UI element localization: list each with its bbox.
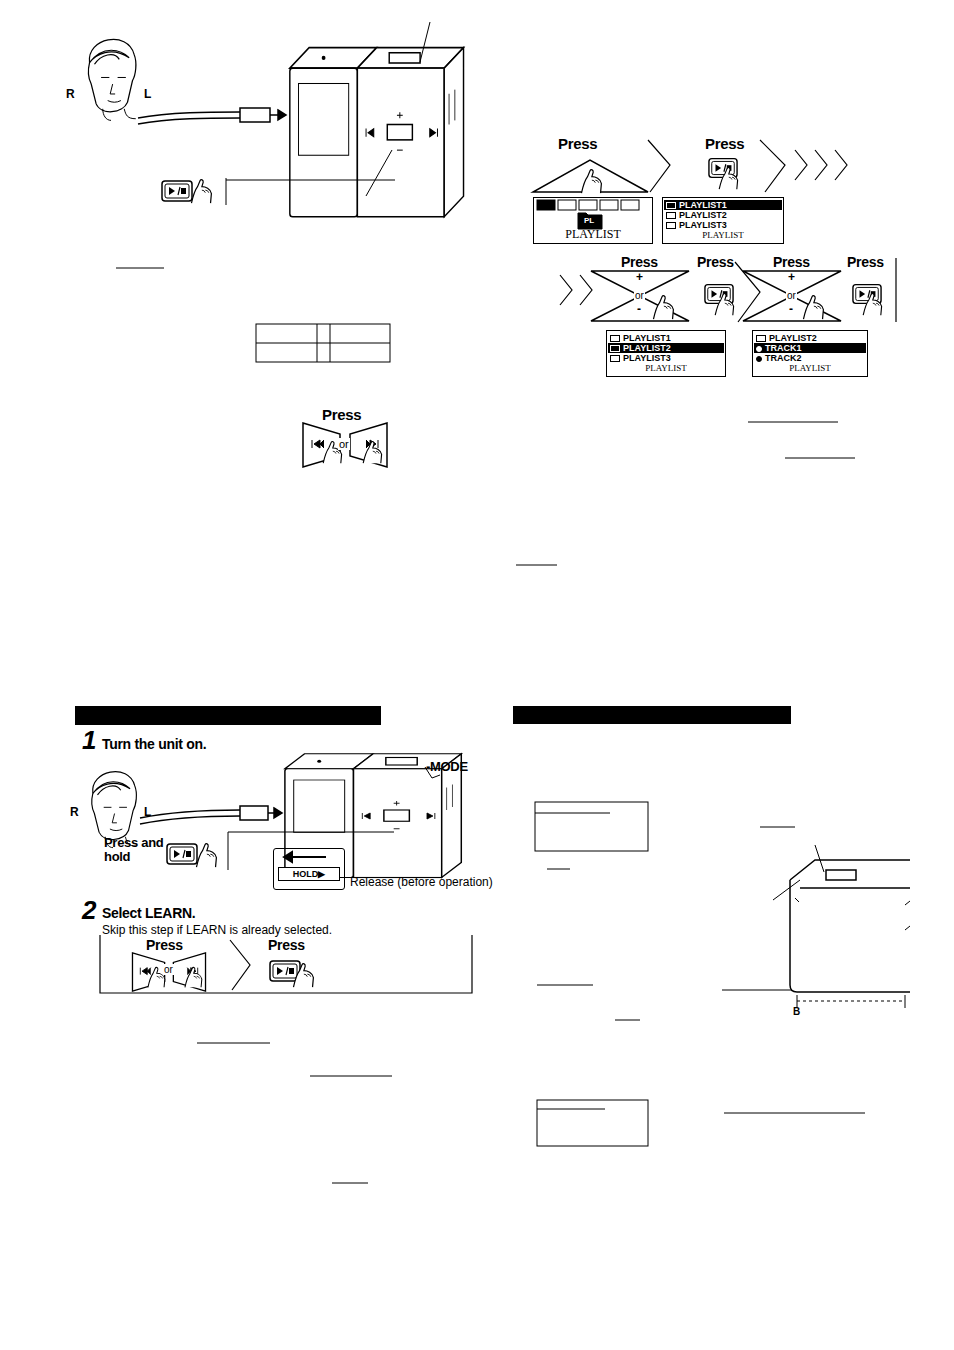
lcd-screen: PLAYLIST1PLAYLIST2PLAYLIST3PLAYLIST — [662, 197, 784, 244]
menu-item: PLAYLIST1 — [608, 333, 724, 343]
screen-title: PLAYLIST — [754, 363, 866, 373]
play-button — [270, 961, 313, 987]
menu-item: PLAYLIST3 — [608, 353, 724, 363]
menu-text: PLAYLIST3 — [623, 353, 671, 363]
folder-tag: PL — [584, 216, 594, 225]
menu-item: PLAYLIST2 — [664, 210, 782, 220]
folder-icon — [666, 222, 676, 229]
menu-text: PLAYLIST1 — [679, 200, 727, 210]
folder-icon — [666, 202, 676, 209]
play-button — [162, 180, 211, 203]
menu-text: PLAYLIST2 — [623, 343, 671, 353]
menu-item: PLAYLIST1 — [664, 200, 782, 210]
press-instruction: Press — [697, 255, 734, 270]
step-number: 2 — [82, 896, 96, 925]
step2-panel — [100, 935, 472, 993]
or-word: or — [338, 438, 350, 450]
minus-button — [533, 160, 648, 193]
folder-icon — [610, 345, 620, 352]
menu-text: TRACK1 — [765, 343, 802, 353]
play-button — [167, 844, 216, 867]
step-heading: Select LEARN. — [102, 906, 195, 921]
step-note: Skip this step if LEARN is already selec… — [102, 924, 332, 937]
play-button — [853, 285, 882, 316]
skip-buttons — [132, 953, 205, 991]
press-instruction: Press — [268, 938, 305, 953]
or-word: or — [786, 290, 797, 301]
play-button — [709, 159, 738, 190]
menu-item: PLAYLIST3 — [664, 220, 782, 230]
folder-icon — [610, 335, 620, 342]
menu-text: PLAYLIST — [645, 363, 687, 373]
right-ear-mark: R — [66, 88, 75, 101]
folder-icon — [756, 335, 766, 342]
left-ear-mark: L — [144, 88, 151, 101]
button-callout: -MODE — [426, 760, 468, 774]
menu-item: TRACK1 — [754, 343, 866, 353]
screen-icons — [537, 200, 639, 229]
dimension-mark: B — [793, 1006, 800, 1017]
headphone-cable — [140, 806, 282, 824]
menu-text: TRACK2 — [765, 353, 802, 363]
step-heading: Turn the unit on. — [102, 737, 206, 752]
minus-mark: - — [637, 303, 641, 316]
leader-lines — [228, 767, 440, 870]
menu-item: TRACK2 — [754, 353, 866, 363]
menu-item: PLAYLIST2 — [608, 343, 724, 353]
track-icon — [756, 356, 762, 362]
menu-text: PLAYLIST3 — [679, 220, 727, 230]
or-word: or — [163, 964, 174, 975]
folder-icon — [666, 212, 676, 219]
menu-text: PLAYLIST1 — [623, 333, 671, 343]
headphone-cable — [138, 108, 286, 124]
press-instruction: Press — [705, 136, 744, 153]
menu-text: PLAYLIST2 — [769, 333, 817, 343]
press-instruction: Press — [621, 255, 658, 270]
press-instruction: Press and hold — [104, 836, 164, 865]
screen-title: PLAYLIST — [534, 228, 652, 241]
minus-mark: - — [789, 303, 793, 316]
hold-switch-box: HOLD▶ — [273, 848, 345, 890]
step-number: 1 — [82, 726, 96, 755]
hold-note: Release (before operation) — [350, 876, 493, 889]
hold-label: HOLD▶ — [278, 867, 340, 881]
hold-arrow — [284, 852, 326, 862]
folder-icon — [610, 355, 620, 362]
lcd-screen: PLAYLIST2TRACK1TRACK2PLAYLIST — [752, 330, 868, 377]
section-bar — [513, 706, 791, 724]
menu-text: PLAYLIST — [789, 363, 831, 373]
empty-table — [256, 324, 390, 362]
press-instruction: Press — [146, 938, 183, 953]
menu-text: PLAYLIST — [702, 230, 744, 240]
screen-title: PLAYLIST — [664, 230, 782, 240]
plus-mark: + — [788, 271, 795, 284]
device-corner — [773, 845, 910, 1008]
press-instruction: Press — [558, 136, 597, 153]
left-ear-mark: L — [144, 806, 151, 819]
or-word: or — [634, 290, 645, 301]
empty-box — [535, 802, 648, 1146]
section-bar — [75, 706, 381, 725]
player-device — [290, 48, 464, 217]
blank-lines — [116, 268, 865, 1183]
press-instruction: Press — [847, 255, 884, 270]
play-button — [705, 285, 734, 316]
right-ear-mark: R — [70, 806, 79, 819]
press-instruction: Press — [322, 407, 361, 424]
plus-minus-buttons — [743, 271, 841, 321]
menu-item: PLAYLIST2 — [754, 333, 866, 343]
skip-buttons — [303, 423, 387, 467]
track-icon — [756, 346, 762, 352]
lcd-screen: PL PLAYLIST — [533, 197, 653, 244]
leader-lines — [226, 22, 430, 205]
plus-mark: + — [636, 271, 643, 284]
press-instruction: Press — [773, 255, 810, 270]
plus-minus-buttons — [591, 271, 689, 321]
listener-head — [88, 39, 135, 120]
lcd-screen: PLAYLIST1PLAYLIST2PLAYLIST3PLAYLIST — [606, 330, 726, 377]
screen-title: PLAYLIST — [608, 363, 724, 373]
menu-text: PLAYLIST2 — [679, 210, 727, 220]
